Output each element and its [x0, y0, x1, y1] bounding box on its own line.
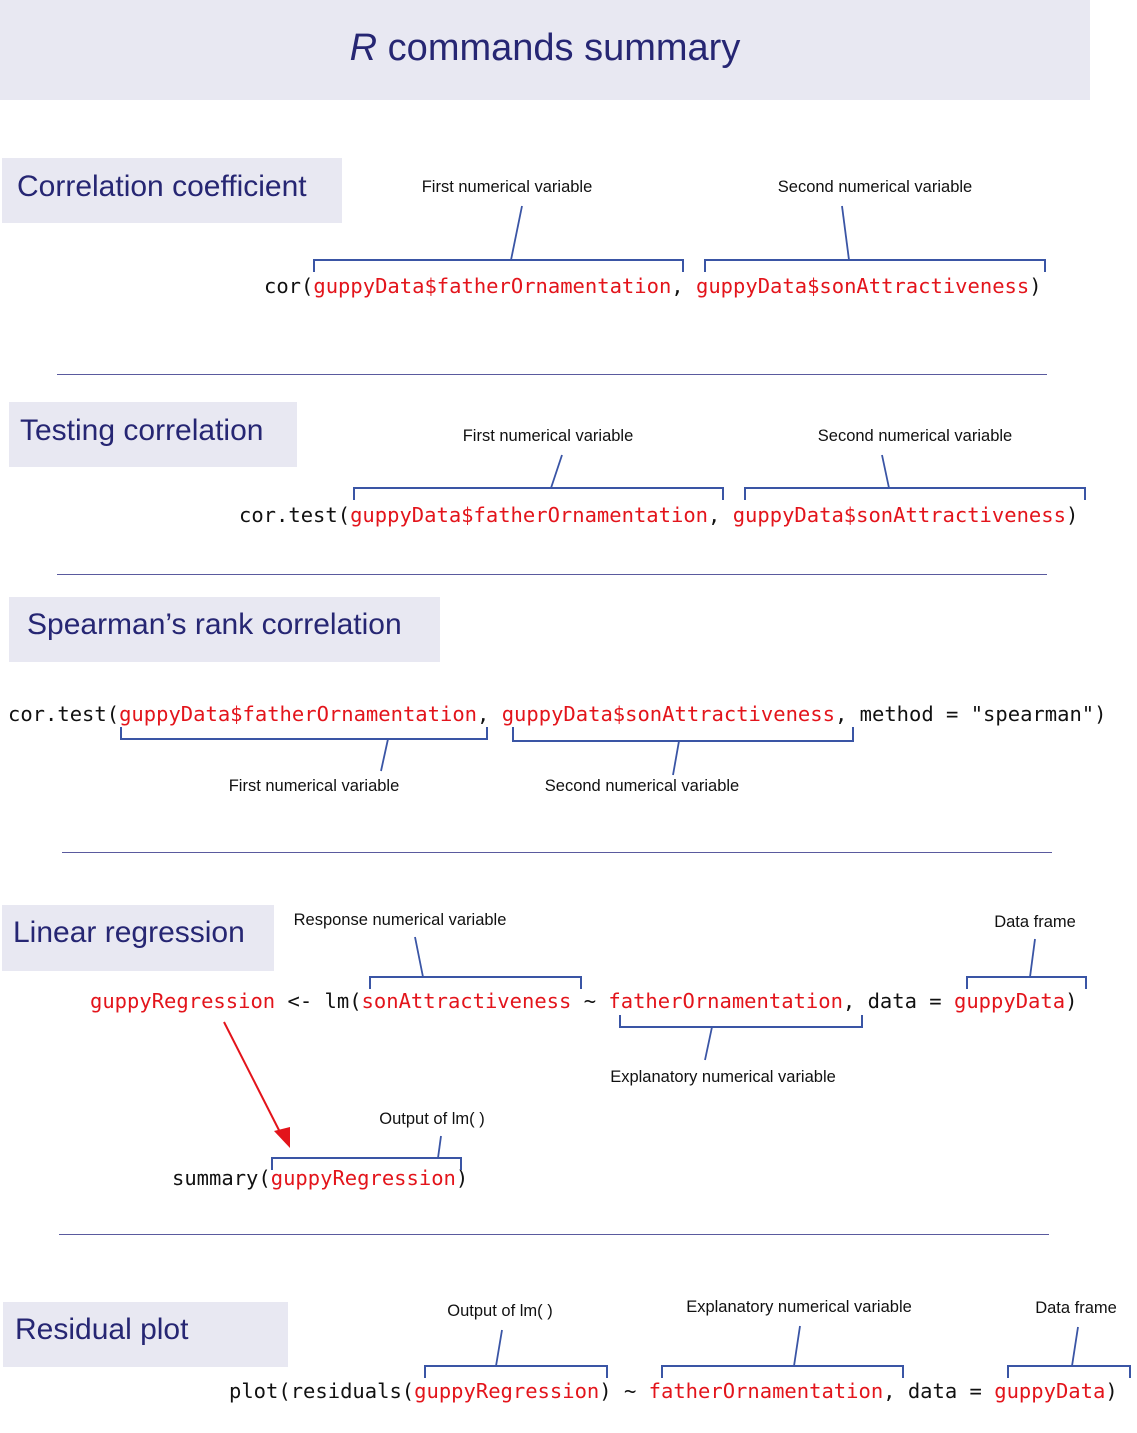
annotation-first-variable: First numerical variable	[421, 178, 593, 196]
code-variable: guppyData$sonAttractiveness	[501, 702, 835, 726]
arrow-head-icon	[274, 1127, 290, 1148]
annotation-first-variable: First numerical variable	[228, 777, 400, 795]
section-title-testing-correlation: Testing correlation	[20, 414, 264, 447]
divider	[57, 374, 1047, 375]
code-variable: guppyData$sonAttractiveness	[695, 274, 1030, 298]
arrow-line	[223, 1021, 285, 1141]
code-variable: sonAttractiveness	[361, 989, 572, 1013]
leader-line	[380, 738, 389, 772]
page-title: R commands summary	[0, 0, 1090, 100]
leader-line	[510, 205, 523, 261]
code-variable: guppyData$fatherOrnamentation	[119, 702, 478, 726]
bracket-first-variable	[353, 487, 724, 500]
code-variable: guppyData	[954, 989, 1066, 1013]
leader-line	[793, 1325, 801, 1367]
code-variable: guppyRegression	[270, 1166, 456, 1190]
code-text: ) ~	[599, 1379, 649, 1403]
code-text: ,	[708, 503, 733, 527]
leader-line	[841, 205, 850, 261]
code-text: )	[1105, 1379, 1118, 1403]
section-title-residual-plot: Residual plot	[15, 1313, 189, 1346]
bracket-explanatory-variable	[661, 1365, 904, 1378]
code-text: ,	[671, 274, 696, 298]
bracket-second-variable	[744, 487, 1086, 500]
divider	[62, 852, 1052, 853]
section-heading-box	[9, 402, 297, 467]
code-line-spearman: cor.test(guppyData$fatherOrnamentation , …	[8, 701, 1106, 727]
code-text: )	[1029, 274, 1042, 298]
bracket-first-variable	[313, 259, 684, 272]
code-variable: guppyData$fatherOrnamentation	[313, 274, 672, 298]
leader-line	[550, 454, 563, 489]
leader-line	[1071, 1326, 1079, 1367]
section-title-linear-regression: Linear regression	[13, 916, 245, 949]
code-line-cor: cor(guppyData$fatherOrnamentation, guppy…	[264, 273, 1042, 299]
title-rest: commands summary	[377, 27, 741, 69]
annotation-first-variable: First numerical variable	[462, 427, 634, 445]
code-text: cor.test(	[8, 702, 120, 726]
code-text: cor(	[264, 274, 314, 298]
code-text: ,	[477, 702, 502, 726]
code-text: )	[1065, 503, 1079, 527]
bracket-data-frame	[1007, 1365, 1131, 1378]
leader-line	[704, 1026, 713, 1061]
leader-line	[881, 454, 890, 489]
annotation-explanatory-variable: Explanatory numerical variable	[610, 1068, 836, 1086]
leader-line	[495, 1329, 503, 1367]
annotation-response-variable: Response numerical variable	[293, 911, 507, 929]
code-text: )	[1065, 989, 1078, 1013]
annotation-output-of-lm: Output of lm( )	[379, 1110, 485, 1128]
code-text: ~	[571, 989, 609, 1013]
bracket-second-variable	[512, 727, 854, 742]
code-variable: guppyRegression	[90, 989, 276, 1013]
annotation-data-frame: Data frame	[1035, 1299, 1117, 1317]
leader-line	[672, 740, 680, 776]
title-r: R	[349, 27, 378, 69]
code-text: , data =	[842, 989, 954, 1013]
leader-line	[1029, 938, 1036, 978]
section-heading-box	[2, 905, 274, 971]
leader-line	[414, 936, 424, 978]
code-line-summary: summary(guppyRegression)	[172, 1165, 468, 1191]
code-variable: guppyData$fatherOrnamentation	[350, 503, 709, 527]
section-heading-box	[2, 158, 342, 223]
section-title-spearman: Spearman’s rank correlation	[27, 608, 402, 641]
code-text: summary(	[172, 1166, 271, 1190]
code-line-lm: guppyRegression <- lm(sonAttractiveness …	[90, 988, 1077, 1014]
code-text: , data =	[883, 1379, 995, 1403]
bracket-first-variable	[120, 727, 488, 740]
title-banner	[0, 0, 1090, 100]
section-heading-box	[9, 597, 440, 662]
section-title-correlation-coefficient: Correlation coefficient	[17, 170, 307, 203]
bracket-explanatory-variable	[619, 1015, 863, 1028]
annotation-second-variable: Second numerical variable	[544, 777, 740, 795]
annotation-explanatory-variable: Explanatory numerical variable	[686, 1298, 912, 1316]
code-text: plot(residuals(	[229, 1379, 415, 1403]
divider	[59, 1234, 1049, 1235]
code-line-residual-plot: plot(residuals(guppyRegression) ~ father…	[229, 1378, 1118, 1404]
annotation-second-variable: Second numerical variable	[777, 178, 973, 196]
code-text: cor.test(	[239, 503, 351, 527]
code-variable: guppyRegression	[414, 1379, 600, 1403]
annotation-output-of-lm: Output of lm( )	[447, 1302, 553, 1320]
annotation-second-variable: Second numerical variable	[817, 427, 1013, 445]
code-text: , method = "spearman")	[834, 702, 1107, 726]
code-variable: guppyData$sonAttractiveness	[732, 503, 1066, 527]
code-line-cor-test: cor.test(guppyData$fatherOrnamentation, …	[239, 502, 1078, 528]
code-text: <- lm(	[275, 989, 362, 1013]
divider	[57, 574, 1047, 575]
code-text: )	[455, 1166, 469, 1190]
code-variable: fatherOrnamentation	[648, 1379, 884, 1403]
bracket-output-of-lm	[424, 1365, 608, 1378]
leader-line	[437, 1135, 442, 1159]
section-heading-box	[3, 1302, 288, 1367]
annotation-data-frame: Data frame	[994, 913, 1076, 931]
code-variable: guppyData	[994, 1379, 1106, 1403]
bracket-second-variable	[704, 259, 1046, 272]
code-variable: fatherOrnamentation	[608, 989, 843, 1013]
